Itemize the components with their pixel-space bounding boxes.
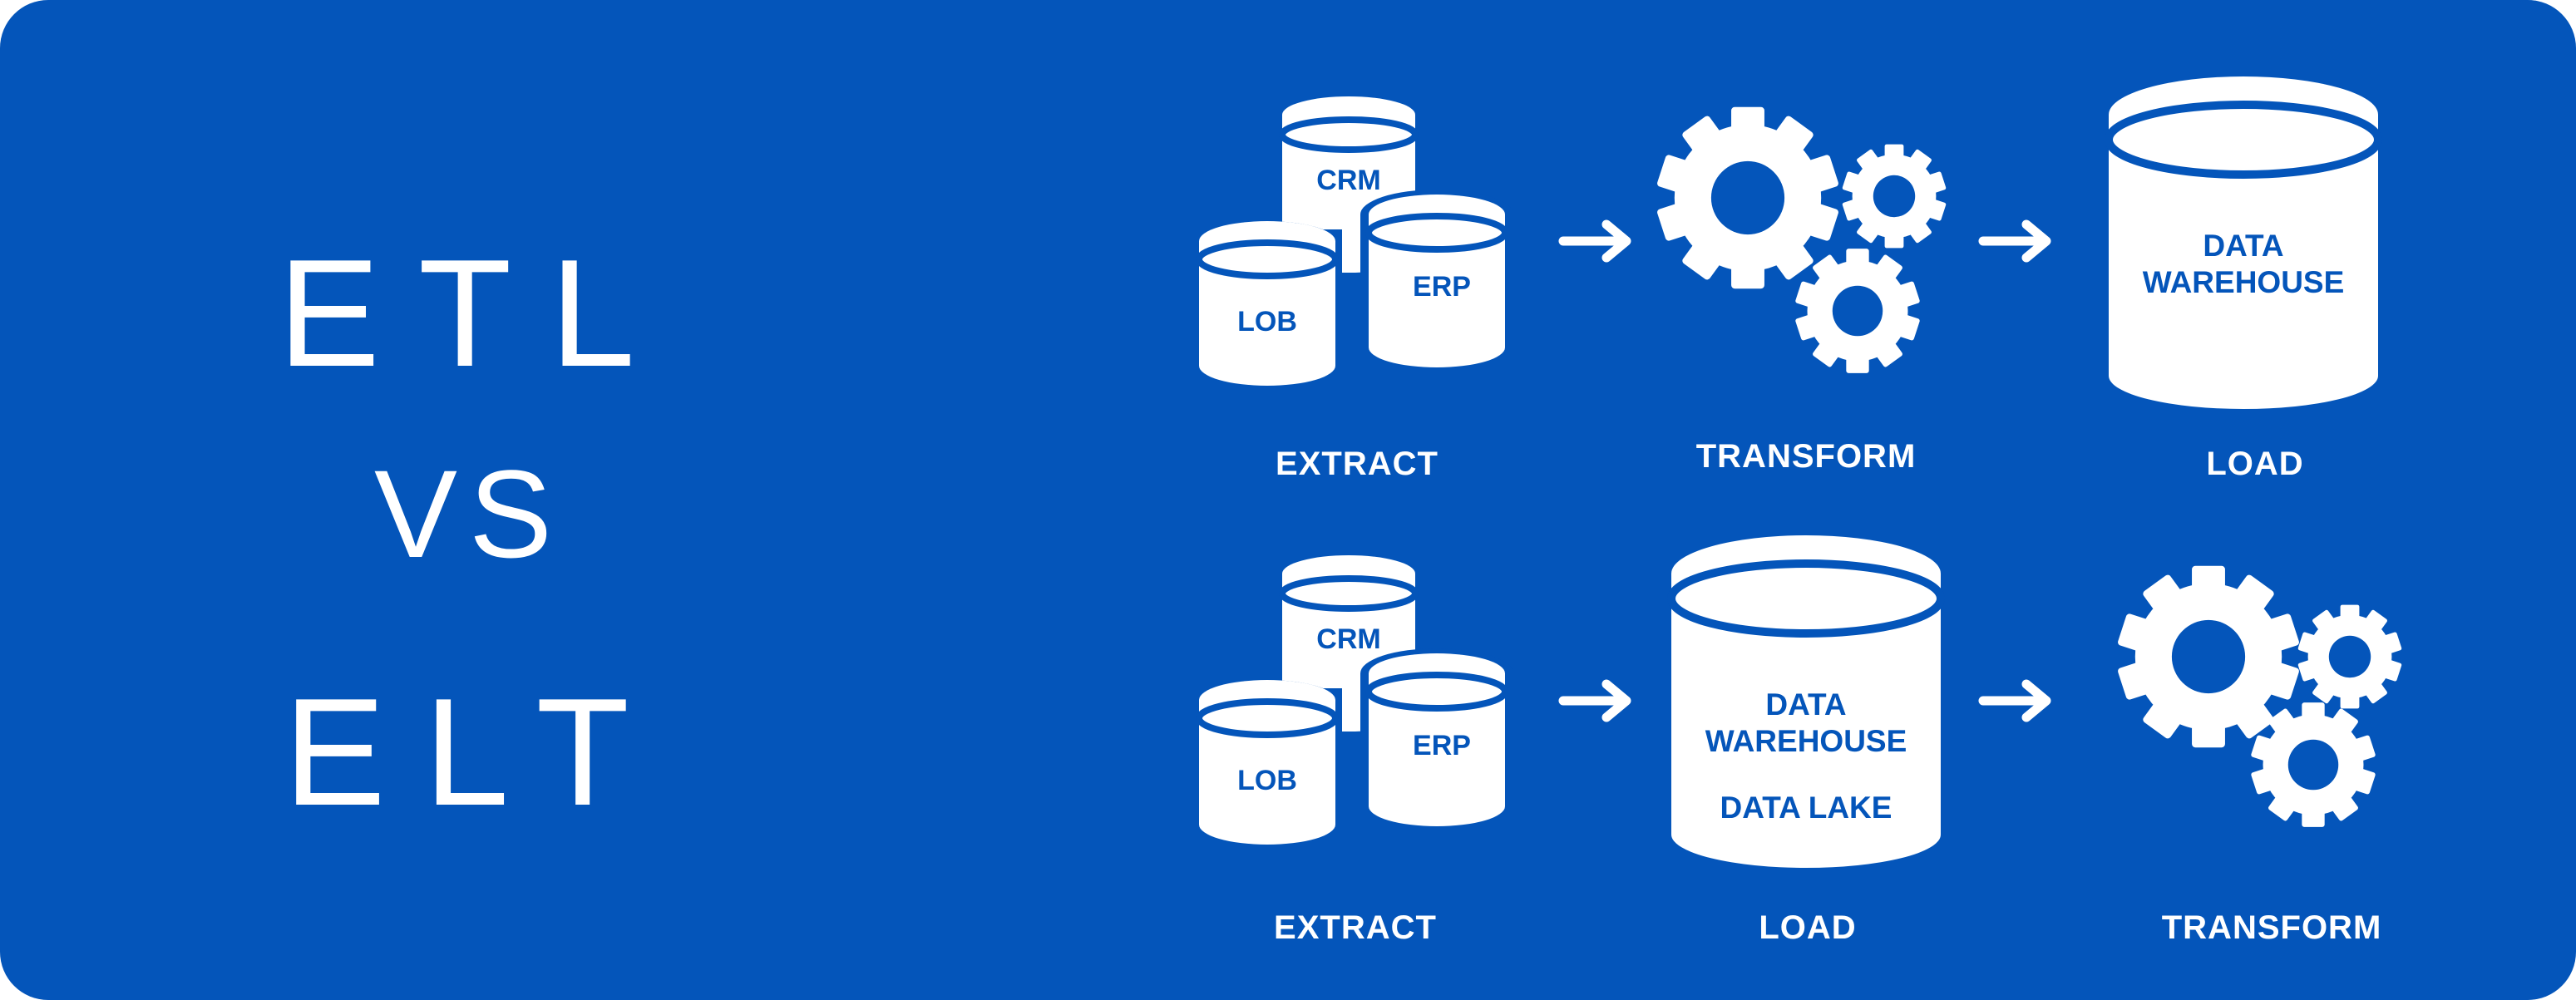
arrow-right-icon	[1983, 224, 2046, 258]
elt-extract-label: EXTRACT	[1274, 909, 1437, 946]
erp-database-icon: ERP	[1360, 648, 1513, 826]
crm-label: CRM	[1316, 623, 1380, 655]
warehouse-label-line2: WAREHOUSE	[2143, 265, 2345, 299]
title-etl: ETL	[278, 227, 673, 398]
warehouse-label-line2: WAREHOUSE	[1705, 724, 1907, 758]
gears-icon	[2116, 565, 2402, 827]
data-lake-label: DATA LAKE	[1720, 791, 1893, 825]
arrow-right-icon	[1563, 224, 1626, 258]
lob-database-icon: LOB	[1192, 680, 1342, 845]
gears-icon	[1656, 106, 1947, 373]
elt-load-label: LOAD	[1759, 909, 1856, 946]
lob-database-icon: LOB	[1192, 221, 1342, 386]
title-elt: ELT	[284, 666, 668, 837]
database-icon: CRM LOB ERP	[1192, 555, 1513, 845]
etl-load-label: LOAD	[2206, 446, 2303, 482]
etl-extract-label: EXTRACT	[1276, 446, 1439, 482]
lob-label: LOB	[1237, 306, 1297, 337]
data-warehouse-database-icon: DATA WAREHOUSE DATA LAKE	[1667, 535, 1945, 868]
warehouse-label-line1: DATA	[2203, 229, 2283, 263]
crm-label: CRM	[1316, 165, 1380, 196]
erp-label: ERP	[1413, 730, 1471, 761]
arrow-right-icon	[1983, 684, 2046, 717]
elt-transform-label: TRANSFORM	[2162, 909, 2382, 946]
lob-label: LOB	[1237, 765, 1297, 796]
erp-label: ERP	[1413, 271, 1471, 303]
warehouse-label-line1: DATA	[1765, 687, 1846, 722]
arrow-right-icon	[1563, 684, 1626, 717]
title-vs: VS	[374, 444, 564, 584]
database-icon: CRM LOB ERP	[1192, 96, 1513, 386]
erp-database-icon: ERP	[1360, 190, 1513, 367]
data-warehouse-database-icon: DATA WAREHOUSE	[2105, 76, 2382, 409]
etl-transform-label: TRANSFORM	[1696, 438, 1917, 475]
